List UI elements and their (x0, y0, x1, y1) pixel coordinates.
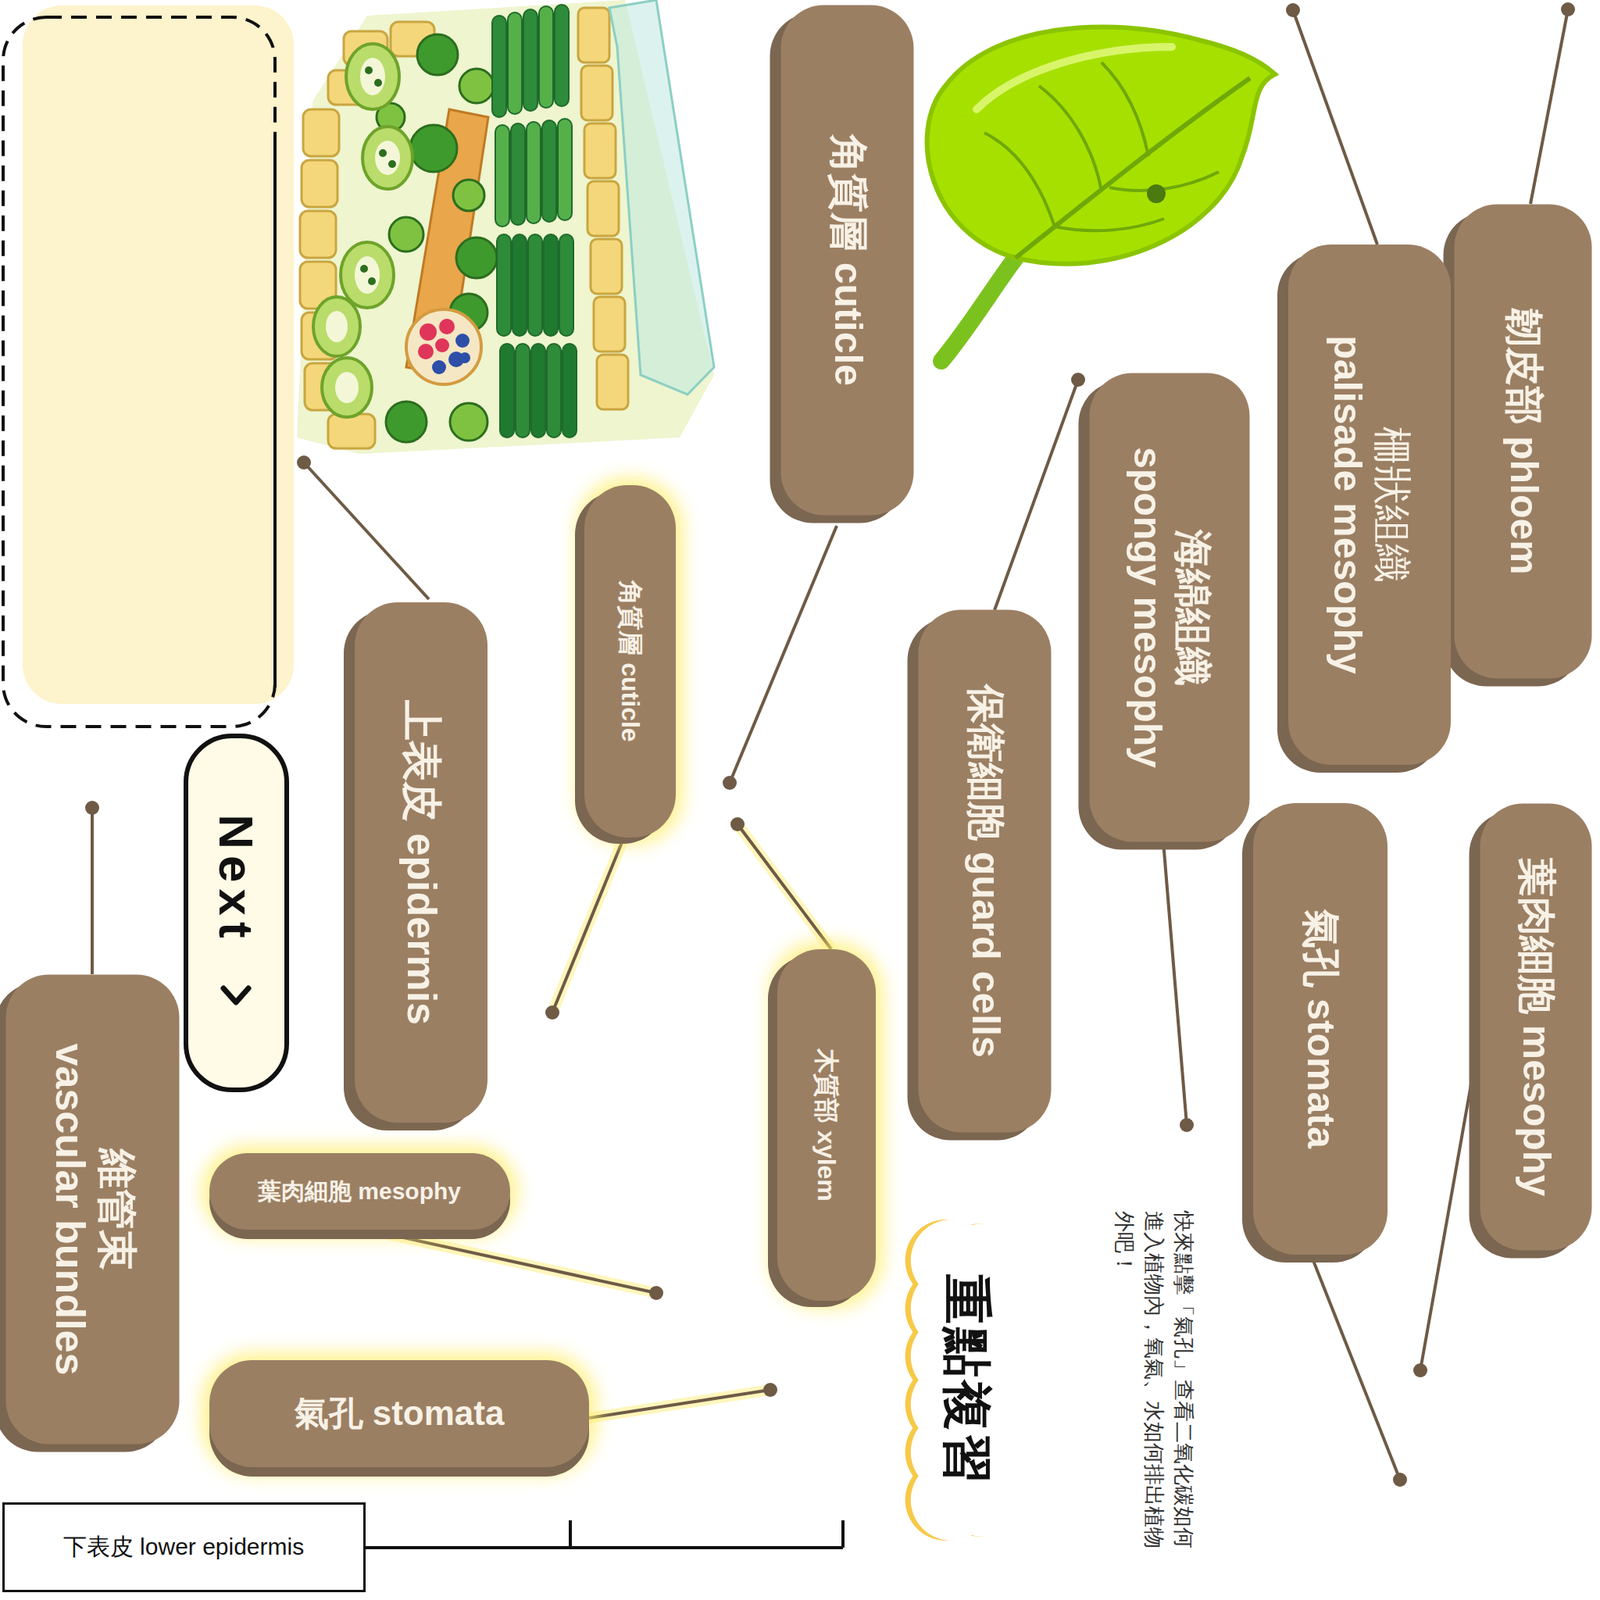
label-text: 重點複習 (937, 1273, 996, 1486)
label-text: 維管束 (92, 1148, 140, 1271)
label-text: 木質部 xylem (812, 1048, 842, 1202)
label-text: 上表皮 epidermis (397, 700, 445, 1025)
label-text: 氣孔 stomata (294, 1393, 505, 1434)
tissue-label: 海綿組織spongy mesophy (1089, 372, 1250, 842)
label-text: palisade mesophy (1325, 335, 1371, 675)
label-box: 下表皮 lower epidermis (2, 1502, 366, 1593)
label-text: vascular bundles (45, 1043, 93, 1376)
label-text: 葉肉細胞 mesophy (257, 1178, 461, 1206)
tissue-label: 氣孔 stomata (1253, 803, 1388, 1255)
label-text: 氣孔 stomata (1297, 909, 1343, 1149)
tissue-label: 韌皮部 phloem (1453, 204, 1592, 679)
review-cloud: 重點複習 (903, 1219, 1031, 1541)
leaf-picture (927, 26, 1275, 361)
leaf-cross-section (296, 0, 715, 454)
label-text: 海綿組織 (1169, 528, 1215, 686)
label-text: 柵狀組織 (1369, 426, 1415, 583)
label-text: 韌皮部 phloem (1500, 307, 1546, 575)
leader-lines (85, 2, 1575, 1487)
tissue-label: 維管束vascular bundles (5, 975, 179, 1445)
highlight-label: 角質層 cuticle (584, 485, 676, 838)
label-text: spongy mesophy (1125, 446, 1171, 768)
highlight-label: 木質部 xylem (777, 949, 876, 1301)
note-text: 快來點擊「氣孔」查看二氧化碳如何進入植物內，氧氣、水如何排出植物外吧！ (1108, 1210, 1197, 1555)
label-text: Next (207, 814, 264, 944)
highlight-label: 氣孔 stomata (209, 1360, 590, 1468)
label-text: 角質層 cuticle (824, 134, 870, 386)
info-panel (3, 5, 294, 727)
tissue-label: 角質層 cuticle (780, 5, 914, 516)
bracket (365, 1520, 843, 1548)
label-text: 葉肉細胞 mesophy (1513, 857, 1559, 1196)
tissue-label: 葉肉細胞 mesophy (1480, 803, 1593, 1250)
highlight-label: 葉肉細胞 mesophy (209, 1153, 511, 1230)
next-button: Next (183, 733, 290, 1093)
tissue-label: 柵狀組織palisade mesophy (1288, 244, 1451, 765)
label-text: 下表皮 lower epidermis (63, 1533, 304, 1561)
label-text: 保衛細胞 guard cells (961, 684, 1008, 1058)
tissue-label: 上表皮 epidermis (354, 602, 488, 1123)
chevron-icon (218, 979, 254, 1011)
tissue-label: 保衛細胞 guard cells (917, 610, 1051, 1133)
label-text: 角質層 cuticle (615, 580, 645, 742)
